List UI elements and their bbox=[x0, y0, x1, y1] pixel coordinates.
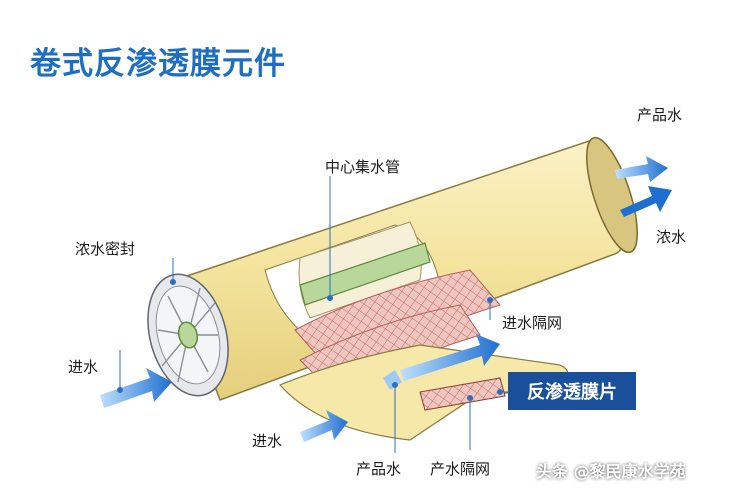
center-tube bbox=[299, 242, 431, 306]
feed-arrow-bottom bbox=[300, 410, 348, 442]
center-tube-end bbox=[177, 321, 199, 349]
label-center-tube: 中心集水管 bbox=[325, 158, 401, 176]
label-product-water-bottom: 产品水 bbox=[356, 460, 402, 478]
label-concentrate-out: 浓水 bbox=[656, 228, 687, 246]
diagram-title: 卷式反渗透膜元件 bbox=[30, 46, 286, 82]
watermark: 头条 @黎民康水学苑 bbox=[536, 462, 686, 481]
concentrate-arrow-out bbox=[620, 186, 672, 217]
feed-arrow-left bbox=[100, 368, 172, 408]
feed-arrow-right bbox=[400, 334, 500, 381]
label-membrane-sheet: 反渗透膜片 bbox=[508, 372, 636, 410]
permeate-spacer-mesh bbox=[419, 377, 506, 411]
label-permeate-spacer: 产水隔网 bbox=[430, 460, 491, 478]
label-product-water-top: 产品水 bbox=[637, 106, 683, 124]
end-cap-right bbox=[586, 136, 638, 254]
label-feed-bottom: 进水 bbox=[252, 432, 283, 450]
label-feed-left: 进水 bbox=[68, 358, 99, 376]
label-feed-spacer: 进水隔网 bbox=[502, 314, 563, 332]
label-brine-seal: 浓水密封 bbox=[75, 240, 136, 258]
product-water-arrow-out bbox=[615, 156, 668, 182]
